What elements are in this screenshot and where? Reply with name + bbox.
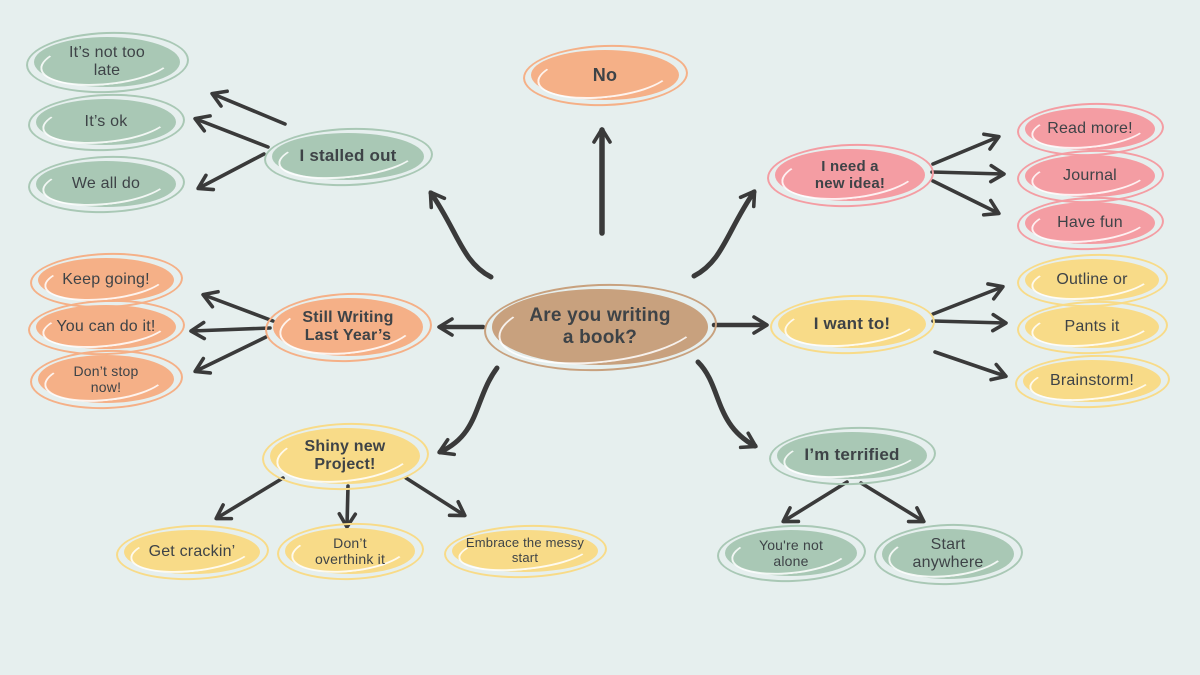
node-label-pants-it: Pants it	[1064, 317, 1120, 335]
edge-i-want-to-to-outline-or	[931, 282, 1005, 316]
node-label-im-terrified: I’m terrified	[804, 445, 900, 465]
edge-i-need-a-new-idea-to-have-fun	[931, 179, 1001, 217]
node-its-not-too-late: It’s not too late	[34, 37, 180, 87]
node-label-youre-not-alone: You're not alone	[758, 536, 824, 569]
node-label-embrace: Embrace the messy start	[465, 535, 585, 565]
edge-center-to-i-need-a-new-idea	[691, 189, 757, 279]
node-label-get-crackin: Get crackin’	[148, 542, 236, 560]
node-its-ok: It’s ok	[36, 99, 176, 145]
node-still-writing: Still Writing Last Year’s	[273, 298, 423, 356]
node-get-crackin: Get crackin’	[124, 530, 260, 574]
node-label-brainstorm: Brainstorm!	[1050, 371, 1134, 389]
node-center: Are you writing a book?	[492, 289, 708, 365]
node-journal: Journal	[1025, 155, 1155, 197]
node-label-keep-going: Keep going!	[62, 270, 150, 288]
edge-shiny-new-project-to-dont-overthink	[337, 484, 358, 529]
edge-i-stalled-out-to-its-not-too-late	[210, 89, 287, 126]
node-label-dont-stop-now: Don’t stop now!	[73, 362, 139, 395]
edge-still-writing-to-dont-stop-now	[193, 335, 268, 375]
node-embrace: Embrace the messy start	[452, 530, 598, 572]
node-label-center: Are you writing a book?	[529, 305, 671, 348]
node-no: No	[531, 50, 679, 100]
node-pants-it: Pants it	[1025, 306, 1159, 348]
edge-i-need-a-new-idea-to-read-more	[931, 132, 1001, 166]
node-dont-overthink: Don’t overthink it	[285, 528, 415, 574]
edge-still-writing-to-you-can-do-it	[189, 320, 272, 341]
node-dont-stop-now: Don’t stop now!	[38, 355, 174, 403]
edge-center-to-i-stalled-out	[428, 190, 494, 280]
edge-im-terrified-to-start-anywhere	[859, 481, 926, 524]
node-start-anywhere: Start anywhere	[882, 529, 1014, 579]
node-label-shiny-new-project: Shiny new Project!	[304, 437, 386, 473]
edge-i-stalled-out-to-its-ok	[193, 114, 270, 149]
node-label-have-fun: Have fun	[1057, 213, 1123, 231]
edge-center-to-shiny-new-project	[437, 365, 500, 457]
node-youre-not-alone: You're not alone	[725, 530, 857, 576]
node-label-journal: Journal	[1063, 166, 1117, 184]
node-label-start-anywhere: Start anywhere	[912, 535, 984, 571]
node-keep-going: Keep going!	[38, 258, 174, 302]
edge-shiny-new-project-to-embrace	[404, 476, 467, 518]
edge-center-to-im-terrified	[695, 359, 758, 450]
edge-i-stalled-out-to-we-all-do	[196, 152, 266, 192]
node-label-you-can-do-it: You can do it!	[56, 317, 156, 335]
node-label-its-not-too-late: It’s not too late	[69, 43, 145, 79]
node-label-still-writing: Still Writing Last Year’s	[302, 308, 394, 344]
edge-i-want-to-to-brainstorm	[933, 350, 1008, 382]
node-label-we-all-do: We all do	[71, 174, 141, 192]
node-label-outline-or: Outline or	[1056, 270, 1128, 288]
node-label-dont-overthink: Don’t overthink it	[314, 534, 386, 567]
node-label-i-stalled-out: I stalled out	[299, 146, 397, 166]
node-read-more: Read more!	[1025, 108, 1155, 150]
edge-im-terrified-to-youre-not-alone	[781, 480, 849, 524]
node-brainstorm: Brainstorm!	[1023, 360, 1161, 402]
node-have-fun: Have fun	[1025, 202, 1155, 244]
node-outline-or: Outline or	[1025, 259, 1159, 301]
node-shiny-new-project: Shiny new Project!	[270, 428, 420, 484]
node-label-no: No	[592, 64, 618, 85]
node-im-terrified: I’m terrified	[777, 431, 927, 479]
edge-i-need-a-new-idea-to-journal	[930, 163, 1006, 184]
node-label-i-need-a-new-idea: I need a new idea!	[814, 157, 886, 192]
edge-i-want-to-to-pants-it	[931, 312, 1008, 333]
edge-shiny-new-project-to-get-crackin	[214, 476, 285, 521]
node-i-stalled-out: I stalled out	[272, 132, 424, 180]
edge-still-writing-to-keep-going	[201, 289, 275, 323]
node-label-i-want-to: I want to!	[813, 314, 891, 334]
node-you-can-do-it: You can do it!	[36, 305, 176, 349]
node-label-read-more: Read more!	[1047, 119, 1133, 137]
node-label-its-ok: It’s ok	[84, 112, 128, 130]
node-i-need-a-new-idea: I need a new idea!	[775, 149, 925, 201]
node-we-all-do: We all do	[36, 161, 176, 207]
node-i-want-to: I want to!	[778, 300, 926, 348]
